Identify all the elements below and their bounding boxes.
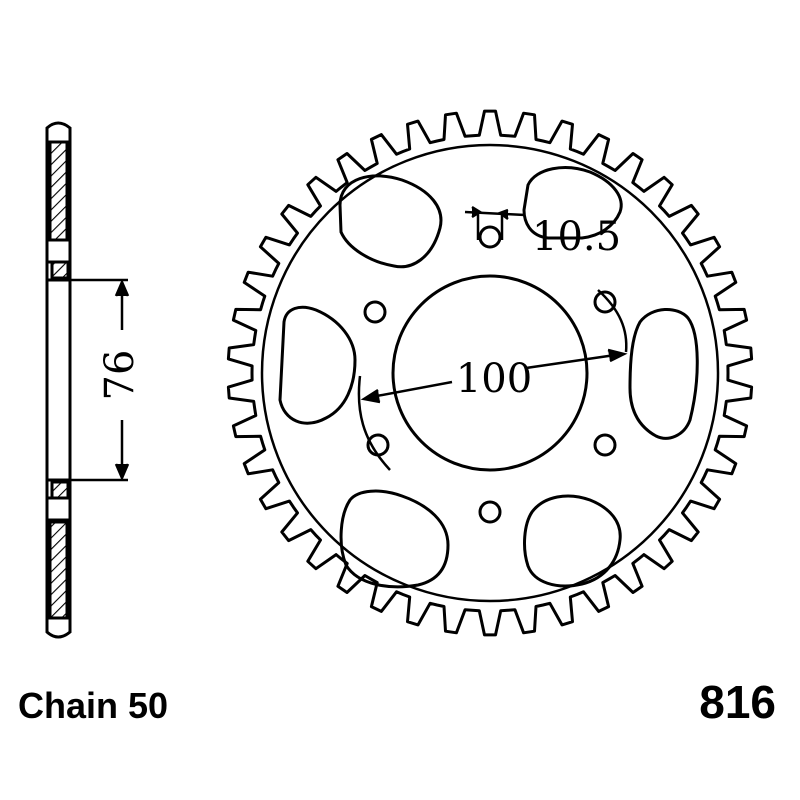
chain-size-caption: Chain 50 xyxy=(18,685,168,726)
sprocket-center-bore xyxy=(391,274,589,472)
hub-width-label: 76 xyxy=(97,350,143,401)
cutout-top-right xyxy=(522,166,623,240)
bolt-holes xyxy=(363,225,617,524)
side-view-upper-section xyxy=(48,140,69,242)
bolt-circle-dimension xyxy=(357,289,628,471)
cutouts xyxy=(278,166,699,589)
cutout-right xyxy=(628,308,699,440)
hub-width-dimension xyxy=(70,278,130,482)
bolt-hole xyxy=(363,300,387,324)
sprocket-outline xyxy=(226,109,754,637)
side-view-bottom-cap xyxy=(45,622,72,639)
side-view-upper-shoulder xyxy=(50,260,70,280)
bolt-hole xyxy=(593,290,617,314)
bolt-hole xyxy=(478,500,502,524)
bolt-hole xyxy=(478,225,502,249)
side-view-lower-section xyxy=(48,520,69,620)
bolt-hole xyxy=(593,433,617,457)
cutout-bottom-right xyxy=(523,494,622,588)
cutout-left xyxy=(278,305,357,425)
cutout-top-left xyxy=(338,174,443,269)
side-view-top-cap xyxy=(45,121,72,140)
bolt-circle-label: 100 xyxy=(456,356,532,402)
part-number-caption: 816 xyxy=(699,676,776,728)
hole-diameter-dimension xyxy=(464,205,526,240)
side-view-lower-shoulder xyxy=(50,480,70,500)
hole-diameter-label: 10.5 xyxy=(532,214,621,260)
side-view xyxy=(45,121,72,639)
sprocket-teeth xyxy=(226,109,754,637)
sprocket-root-circle xyxy=(260,143,720,603)
cutout-bottom-left xyxy=(339,489,450,589)
